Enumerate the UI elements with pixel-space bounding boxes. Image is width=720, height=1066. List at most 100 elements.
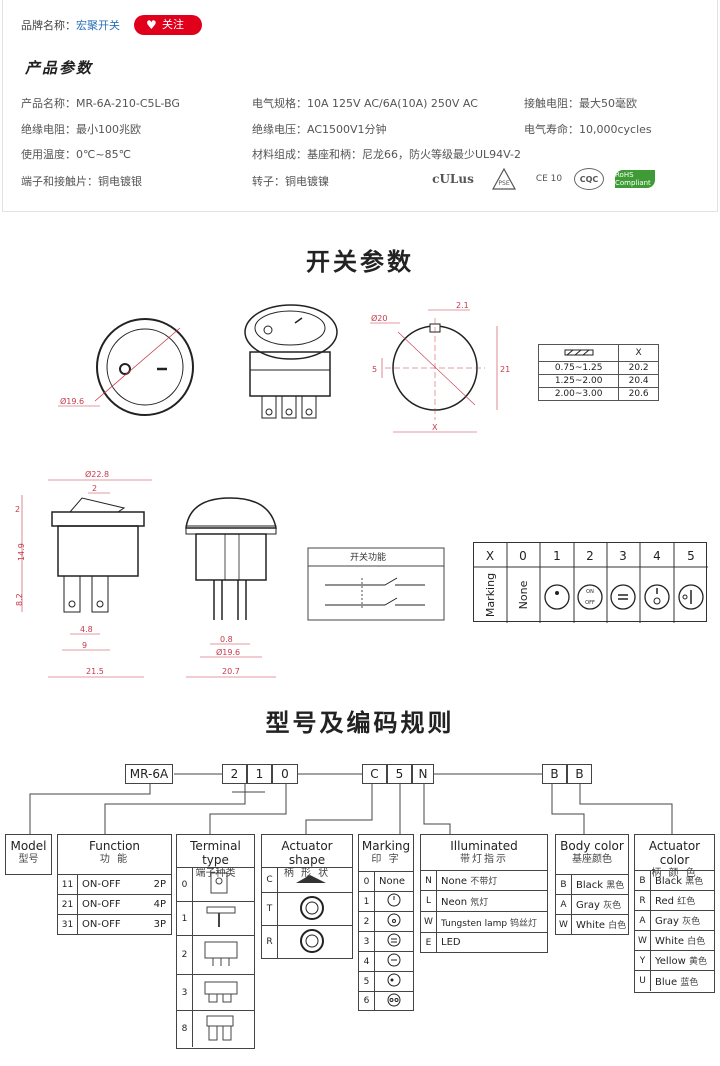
brand-name-link[interactable]: 宏聚开关 <box>76 19 120 32</box>
dim-terminal-height: 8.2 <box>15 593 24 606</box>
mark-3-icon <box>375 932 413 951</box>
dim-body-dia: Ø19.6 <box>216 647 240 657</box>
marking-5-icon <box>678 584 704 610</box>
illuminated-code: W <box>421 912 437 932</box>
actuator-color-cn: 黄色 <box>688 957 707 967</box>
product-info-card: 品牌名称：宏聚开关 ♥ 关注 产品参数 产品名称：MR-6A-210-C5L-B… <box>2 0 718 212</box>
marking-code: 1 <box>553 549 561 563</box>
marking-row: 6 <box>359 992 413 1010</box>
spec-electrical-rating: 电气规格：10A 125V AC/6A(10A) 250V AC <box>252 97 478 110</box>
illuminated-en: None <box>441 876 468 887</box>
actuator-color-code: R <box>635 891 651 910</box>
terminal-title: Terminal type <box>190 839 241 867</box>
mark-6-icon <box>375 992 413 1011</box>
actuator-shape-row: T <box>262 893 352 926</box>
dim-depth: 20.7 <box>222 667 240 676</box>
illuminated-code: L <box>421 891 437 911</box>
panel-cutout-drawing: Ø20 2.1 5 21 X <box>370 301 510 433</box>
actuator-color-cn: 蓝色 <box>680 977 699 988</box>
marking-code: 4 <box>653 549 661 563</box>
body-color-sub: 基座颜色 <box>572 854 612 865</box>
marking-code: 0 <box>359 872 375 891</box>
spec-temperature: 使用温度：0℃~85℃ <box>21 148 131 161</box>
illuminated-head: Illuminated 带灯指示 <box>421 835 547 871</box>
cul-us-cert-icon: cULus <box>432 172 474 186</box>
marking-code: 3 <box>619 549 627 563</box>
actuator-c-icon <box>278 871 352 890</box>
function-poles: 3P <box>153 919 166 930</box>
code-actuator-color: B <box>567 764 592 784</box>
x-table-value: 20.4 <box>618 374 659 388</box>
follow-button[interactable]: ♥ 关注 <box>134 15 202 35</box>
actuator-color-code: A <box>635 911 651 930</box>
switch-function-label: 开关功能 <box>350 551 386 563</box>
actuator-shape-sub: 柄 形 状 <box>283 868 331 879</box>
body-color-title: Body color <box>560 839 624 853</box>
actuator-color-cn: 灰色 <box>682 917 701 927</box>
dim-term-pitch: 4.8 <box>80 625 93 634</box>
marking-none: None <box>517 580 530 609</box>
model-column: Model 型号 <box>5 834 52 875</box>
x-table-value: 20.2 <box>618 361 659 375</box>
marking-row: 0 None <box>359 872 413 892</box>
dim-cutout-height: 21 <box>500 365 510 374</box>
marking-2-icon: ON OFF <box>577 584 603 610</box>
illuminated-en: LED <box>441 937 461 948</box>
spec-insulation-resistance: 绝缘电阻：最小100兆欧 <box>21 123 141 136</box>
front-view-drawing: Ø19.6 <box>58 318 194 416</box>
marking-row: 4 <box>359 952 413 972</box>
x-table-range: 0.75~1.25 <box>537 361 620 375</box>
spec-insulation-voltage: 绝缘电压：AC1500V1分钟 <box>252 123 387 136</box>
actuator-color-cn: 红色 <box>677 897 696 907</box>
marking-4-icon <box>644 584 670 610</box>
terminal-row: 1 <box>177 902 254 936</box>
mark-4-icon <box>375 952 413 971</box>
marking-code: 5 <box>359 972 375 991</box>
illuminated-code: E <box>421 933 437 952</box>
model-sub: 型号 <box>18 854 39 865</box>
function-poles: 2P <box>153 879 166 890</box>
body-color-cn: 黑色 <box>606 881 625 891</box>
body-color-en: Gray <box>576 900 600 911</box>
actuator-shape-code: R <box>262 926 278 958</box>
marking-row: 2 <box>359 912 413 932</box>
model-title: Model <box>10 839 47 853</box>
marking-none-label: None <box>379 876 406 887</box>
brand-line: 品牌名称：宏聚开关 <box>21 17 120 33</box>
mark-1-icon <box>375 892 413 911</box>
marking-code: 1 <box>359 892 375 911</box>
actuator-color-en: Gray <box>655 916 679 927</box>
terminal-row: 3 <box>177 975 254 1011</box>
actuator-shape-code: T <box>262 893 278 925</box>
dim-term-span: 9 <box>82 641 87 650</box>
marking-code: 6 <box>359 992 375 1010</box>
marking-title: Marking <box>361 839 411 853</box>
code-function-2: 1 <box>247 764 272 784</box>
function-title: Function <box>88 839 141 853</box>
x-table-range: 1.25~2.00 <box>537 374 620 388</box>
marking-table: X 0 1 2 3 4 5 Marking None ON OFF <box>473 542 708 623</box>
actuator-color-code: B <box>635 871 651 890</box>
actuator-color-code: W <box>635 931 651 950</box>
illuminated-sub: 带灯指示 <box>460 854 508 865</box>
marking-on-text: ON <box>586 589 594 595</box>
actuator-shape-row: R <box>262 926 352 958</box>
actuator-r-icon <box>278 927 352 958</box>
actuator-color-cn: 白色 <box>687 937 706 947</box>
marking-off-text: OFF <box>585 600 595 606</box>
illuminated-cn: 钨丝灯 <box>509 918 537 929</box>
actuator-color-en: Blue <box>655 976 678 988</box>
dim-top-height: 2 <box>15 505 20 514</box>
marking-head: Marking 印 字 <box>359 835 413 872</box>
